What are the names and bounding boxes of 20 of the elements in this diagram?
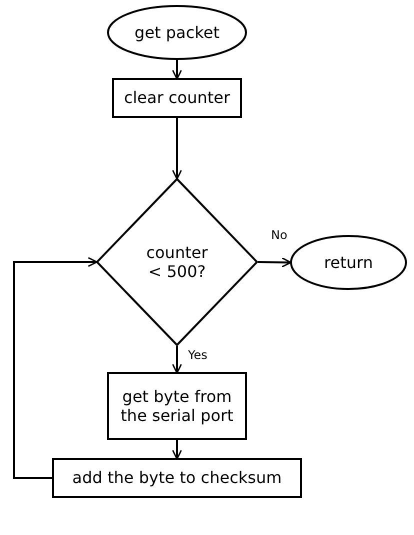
arrow	[172, 440, 182, 460]
terminal-ellipse	[290, 235, 407, 290]
node-text: get packet	[134, 22, 220, 42]
node-text: return	[324, 252, 373, 272]
arrow	[258, 257, 292, 268]
edge-label: No	[270, 228, 288, 242]
arrow	[172, 60, 182, 80]
edge-label: Yes	[187, 348, 208, 362]
process-box	[112, 78, 242, 118]
node-text: get byte from the serial port	[120, 386, 234, 426]
process-box	[107, 372, 247, 440]
arrow	[13, 256, 98, 479]
terminal-ellipse	[107, 5, 247, 60]
process-box	[52, 458, 302, 498]
node-text: counter < 500?	[145, 242, 209, 282]
decision-diamond	[96, 178, 258, 346]
node-text: add the byte to checksum	[72, 468, 282, 488]
node-text: clear counter	[124, 88, 230, 108]
arrow	[172, 118, 182, 180]
arrow	[172, 346, 182, 374]
